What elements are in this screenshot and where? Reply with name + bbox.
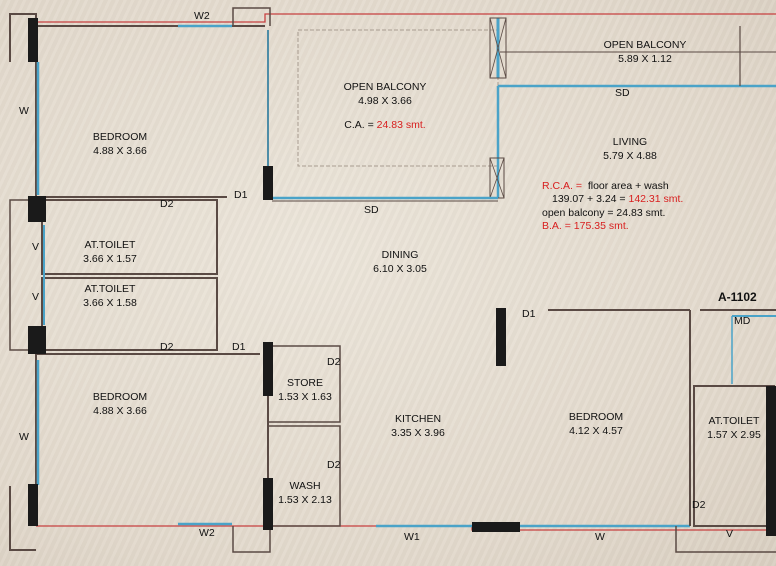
room-name: BEDROOM — [92, 391, 148, 403]
room-open-balcony-mid: OPEN BALCONY 4.98 X 3.66 C.A. = 24.83 sm… — [320, 80, 450, 132]
room-name: OPEN BALCONY — [603, 39, 687, 51]
rca-calc-line: 139.07 + 3.24 = 142.31 smt. — [552, 192, 683, 206]
rca-formula: floor area + wash — [587, 180, 669, 192]
ca-prefix: C.A. = — [344, 119, 377, 131]
room-size: 3.35 X 3.96 — [391, 427, 445, 439]
ba-line: B.A. = 175.35 smt. — [542, 220, 629, 232]
room-toilet-1: AT.TOILET 3.66 X 1.57 — [70, 238, 150, 266]
room-name: AT.TOILET — [708, 415, 760, 427]
ca-value: 24.83 smt. — [376, 119, 426, 131]
room-wash: WASH 1.53 X 2.13 — [270, 479, 340, 507]
wash-walls — [267, 425, 341, 527]
room-name: AT.TOILET — [84, 283, 136, 295]
column — [766, 386, 776, 536]
label-w-bottom-right: W — [595, 531, 605, 543]
room-size: 3.66 X 1.57 — [83, 253, 137, 265]
label-d2-wash: D2 — [327, 459, 341, 471]
room-living: LIVING 5.79 X 4.88 — [590, 135, 670, 163]
exterior-outline-top — [36, 13, 776, 23]
rca-calc: 139.07 + 3.24 = — [552, 193, 629, 205]
label-sd-balcony: SD — [615, 87, 630, 99]
column — [28, 18, 38, 62]
room-name: KITCHEN — [394, 413, 442, 425]
room-size: 4.88 X 3.66 — [93, 145, 147, 157]
room-toilet-2: AT.TOILET 3.66 X 1.58 — [70, 282, 150, 310]
room-size: 4.12 X 4.57 — [569, 425, 623, 437]
room-size: 5.89 X 1.12 — [618, 53, 672, 65]
room-name: DINING — [381, 249, 419, 261]
room-dining: DINING 6.10 X 3.05 — [360, 248, 440, 276]
label-sd-dining: SD — [364, 204, 379, 216]
room-size: 4.88 X 3.66 — [93, 405, 147, 417]
room-kitchen: KITCHEN 3.35 X 3.96 — [378, 412, 458, 440]
room-bedroom-top-left: BEDROOM 4.88 X 3.66 — [70, 130, 170, 158]
balcony-area-line: open balcony = 24.83 smt. — [542, 207, 666, 219]
label-v-bottom-right: V — [726, 528, 734, 540]
room-name: LIVING — [612, 136, 648, 148]
bay-bottom-right — [675, 526, 776, 553]
room-name: BEDROOM — [568, 411, 624, 423]
carpet-area: C.A. = 24.83 smt. — [320, 118, 450, 132]
column — [496, 308, 506, 366]
column — [263, 478, 273, 530]
room-size: 5.79 X 4.88 — [603, 150, 657, 162]
column — [472, 522, 520, 532]
room-toilet-right: AT.TOILET 1.57 X 2.95 — [696, 414, 772, 442]
label-w-left-top: W — [19, 105, 29, 117]
label-d1-mid: D1 — [232, 341, 246, 353]
column — [28, 326, 46, 354]
bay-bottom-left — [9, 486, 36, 551]
room-name: BEDROOM — [92, 131, 148, 143]
label-d2-store: D2 — [327, 356, 341, 368]
room-bedroom-bottom-right: BEDROOM 4.12 X 4.57 — [556, 410, 636, 438]
bay-bottom-mid — [232, 526, 271, 553]
room-bedroom-bottom-left: BEDROOM 4.88 X 3.66 — [70, 390, 170, 418]
toilet-1-walls — [41, 199, 218, 275]
room-size: 1.53 X 1.63 — [278, 391, 332, 403]
label-d2-toilet-right: D2 — [692, 499, 706, 511]
room-size: 1.53 X 2.13 — [278, 494, 332, 506]
toilet-2-walls — [41, 277, 218, 351]
toilet-bay — [9, 199, 30, 351]
column — [263, 342, 273, 396]
label-w2-top: W2 — [194, 10, 210, 22]
column — [28, 484, 38, 526]
room-size: 1.57 X 2.95 — [707, 429, 761, 441]
room-name: STORE — [287, 377, 323, 389]
column-marker-top — [489, 17, 507, 79]
column — [263, 166, 273, 200]
column — [28, 196, 46, 222]
label-d2-toilet2: D2 — [160, 341, 174, 353]
label-w1: W1 — [404, 531, 420, 543]
label-v2: V — [32, 291, 40, 303]
toilet-right-walls — [693, 385, 775, 527]
label-md: MD — [734, 315, 751, 327]
label-d2-toilet1: D2 — [160, 198, 174, 210]
label-w-left-bottom: W — [19, 431, 29, 443]
room-size: 3.66 X 1.58 — [83, 297, 137, 309]
rca-value: 142.31 smt. — [628, 193, 684, 205]
room-open-balcony-right: OPEN BALCONY 5.89 X 1.12 — [580, 38, 710, 66]
label-d1-top: D1 — [234, 189, 248, 201]
unit-id: A-1102 — [718, 290, 757, 304]
room-name: AT.TOILET — [84, 239, 136, 251]
column-cross — [489, 157, 505, 199]
label-w2-bottom: W2 — [199, 527, 215, 539]
room-size: 4.98 X 3.66 — [358, 95, 412, 107]
label-v1: V — [32, 241, 40, 253]
rca-label: R.C.A. = — [542, 180, 582, 192]
room-name: OPEN BALCONY — [343, 81, 427, 93]
label-d1-bedroom: D1 — [522, 308, 536, 320]
rca-line: R.C.A. = floor area + wash — [542, 179, 669, 193]
room-store: STORE 1.53 X 1.63 — [270, 376, 340, 404]
bay-top-mid — [232, 7, 271, 26]
column-cross — [489, 17, 507, 79]
room-name: WASH — [289, 480, 321, 492]
room-size: 6.10 X 3.05 — [373, 263, 427, 275]
